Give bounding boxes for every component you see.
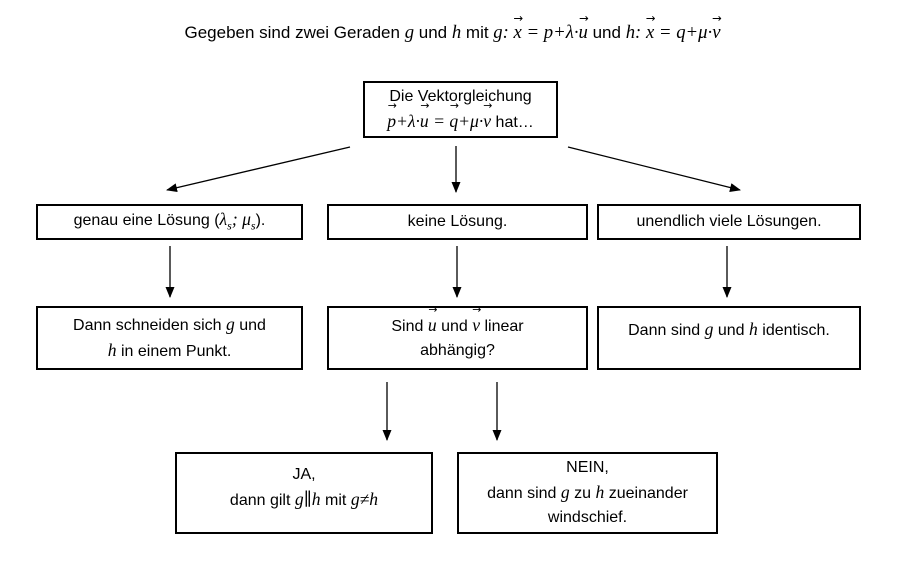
arrow-start-to-infinite (567, 146, 741, 192)
node-ja-parallel: JA,dann gilt g∥h mit g≠h (175, 452, 433, 534)
node-identisch: Dann sind g und h identisch. (597, 306, 861, 370)
node-vektorgleichung: Die Vektorgleichungp+λ·u = q+μ·v hat… (363, 81, 558, 138)
node-keine-loesung: keine Lösung. (327, 204, 588, 240)
diagram-title: Gegeben sind zwei Geraden g und h mit g:… (0, 21, 905, 45)
node-unendlich-viele-loesungen: unendlich viele Lösungen. (597, 204, 861, 240)
arrow-start-to-one-solution (166, 146, 351, 193)
node-genau-eine-loesung: genau eine Lösung (λs; μs). (36, 204, 303, 240)
